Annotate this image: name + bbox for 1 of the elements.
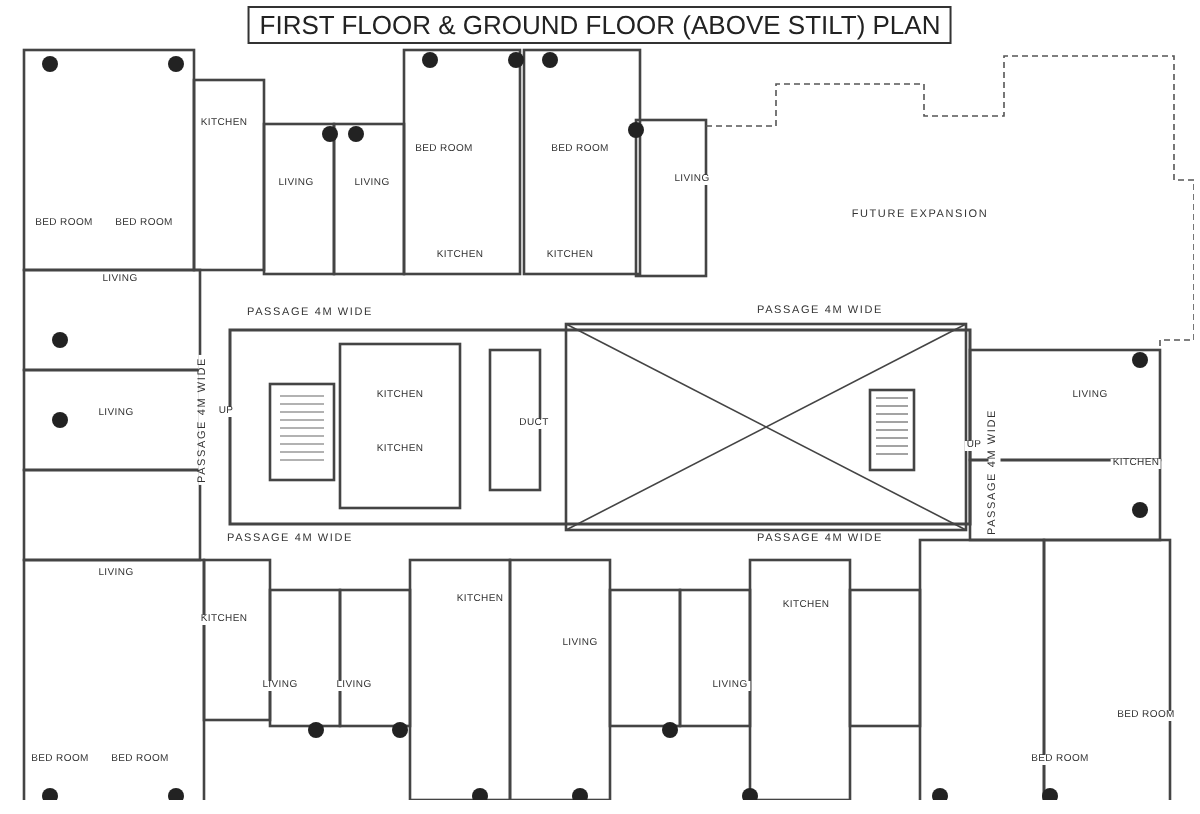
plan-title: FIRST FLOOR & GROUND FLOOR (ABOVE STILT) PLAN [247, 6, 953, 44]
